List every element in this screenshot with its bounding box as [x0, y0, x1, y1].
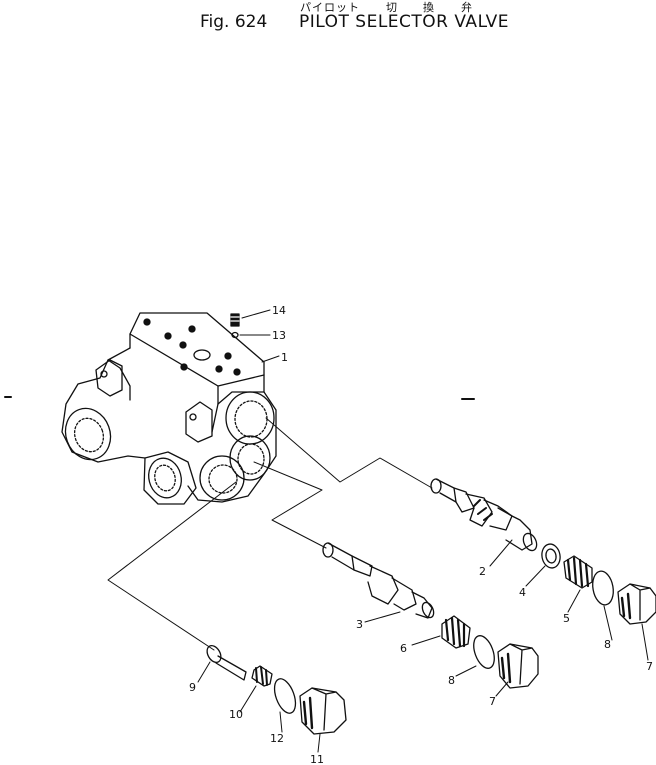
callout-4: 4 — [519, 586, 526, 599]
washer-4 — [541, 543, 561, 569]
title-kana-pilot: パイロット — [300, 1, 360, 14]
callout-8a: 8 — [604, 638, 611, 651]
callout-11: 11 — [310, 753, 324, 765]
plug-7a — [617, 583, 656, 625]
oring-8a — [592, 570, 614, 606]
callout-14: 14 — [272, 304, 286, 317]
oring-13 — [231, 331, 239, 339]
assembly-lines — [107, 417, 433, 651]
spool-3 — [322, 542, 435, 619]
callout-labels: 14 13 1 2 3 4 5 6 8 8 7 7 9 10 12 11 — [189, 304, 653, 765]
callout-13: 13 — [272, 329, 286, 342]
title-kana-ben: 弁 — [461, 1, 473, 14]
callout-9: 9 — [189, 681, 196, 694]
callout-12: 12 — [270, 732, 284, 745]
callout-6: 6 — [400, 642, 407, 655]
callout-1: 1 — [281, 351, 288, 364]
plug-14 — [230, 313, 240, 327]
callout-leaders — [197, 309, 649, 753]
plug-7b — [497, 643, 539, 689]
spring-6 — [441, 615, 471, 649]
callout-10: 10 — [229, 708, 243, 721]
callout-7a: 7 — [646, 660, 653, 673]
spool-2 — [430, 478, 538, 552]
oring-8b — [473, 635, 495, 669]
callout-3: 3 — [356, 618, 363, 631]
piston-9 — [206, 644, 247, 681]
page-title: PILOT SELECTOR VALVE — [299, 12, 510, 32]
spring-10 — [251, 665, 273, 687]
title-kana-kan: 換 — [423, 1, 435, 14]
valve-body — [61, 312, 277, 505]
stray-marks — [4, 396, 475, 400]
spring-5 — [563, 555, 593, 589]
callout-5: 5 — [563, 612, 570, 625]
title-kana-setsu: 切 — [386, 1, 398, 14]
callout-7b: 7 — [489, 695, 496, 708]
callout-8b: 8 — [448, 674, 455, 687]
plug-11 — [299, 687, 347, 735]
page-header: パイロット 切 換 弁 Fig. 624 PILOT SELECTOR VALV… — [0, 0, 656, 40]
figure-label: Fig. 624 — [200, 12, 268, 32]
oring-12 — [273, 678, 297, 714]
callout-2: 2 — [479, 565, 486, 578]
